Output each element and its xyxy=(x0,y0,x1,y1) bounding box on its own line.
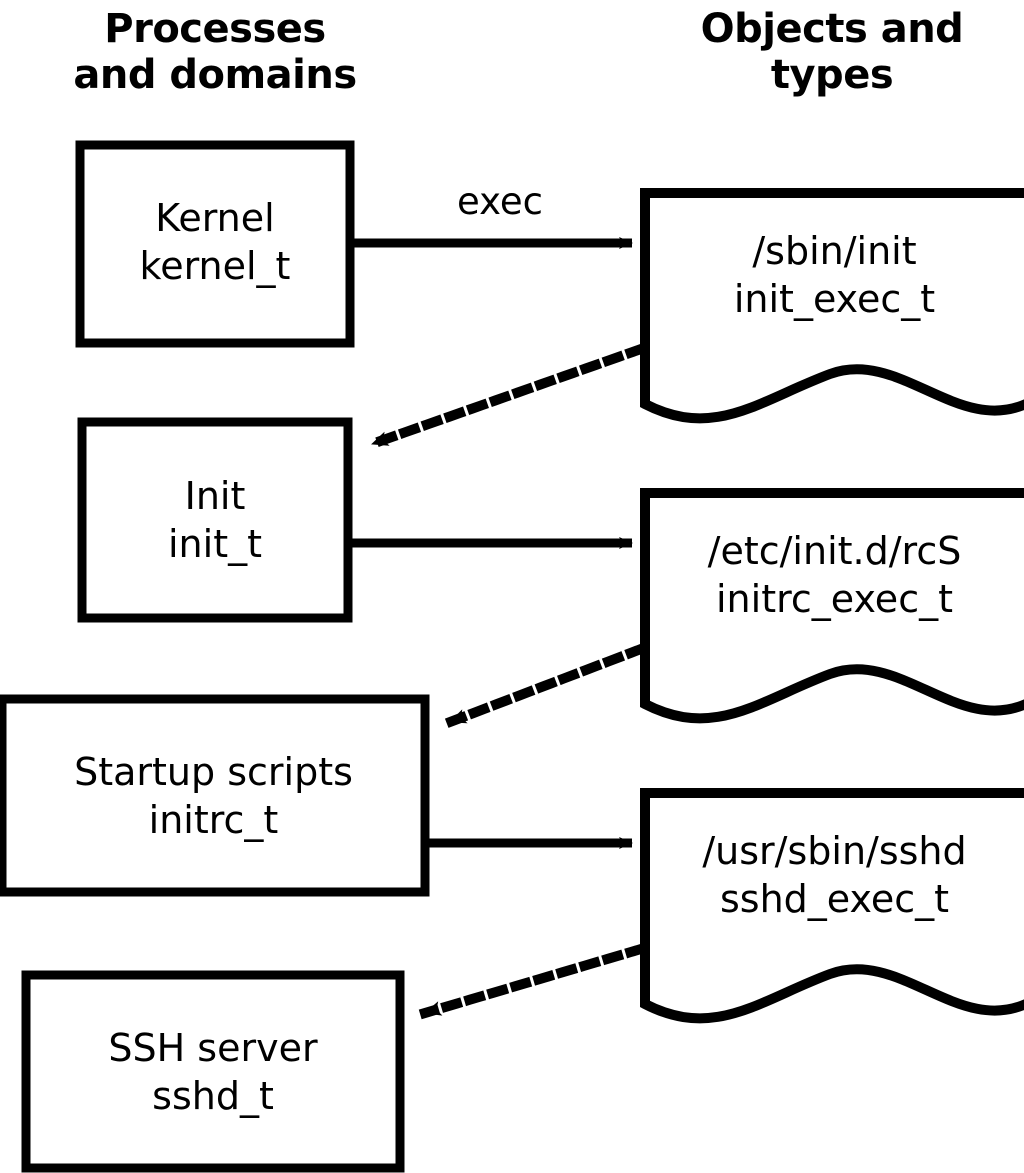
edge-initexec-to-init xyxy=(365,342,648,451)
node-box-initrc[interactable] xyxy=(0,694,430,897)
column-header-processes: Processes and domains xyxy=(73,6,357,98)
node-doc-initrcexec[interactable] xyxy=(640,488,1024,724)
node-box-kernel[interactable] xyxy=(75,140,355,348)
node-box-sshd[interactable] xyxy=(21,970,405,1173)
edge-initrcexec-to-initrc xyxy=(443,642,648,729)
node-box-init[interactable] xyxy=(77,417,353,623)
column-header-objects: Objects and types xyxy=(700,6,964,98)
edge-sshdexec-to-sshd xyxy=(418,942,648,1020)
node-doc-sshdexec[interactable] xyxy=(640,788,1024,1024)
node-doc-initexec[interactable] xyxy=(640,188,1024,424)
edge-label-exec: exec xyxy=(457,180,543,223)
